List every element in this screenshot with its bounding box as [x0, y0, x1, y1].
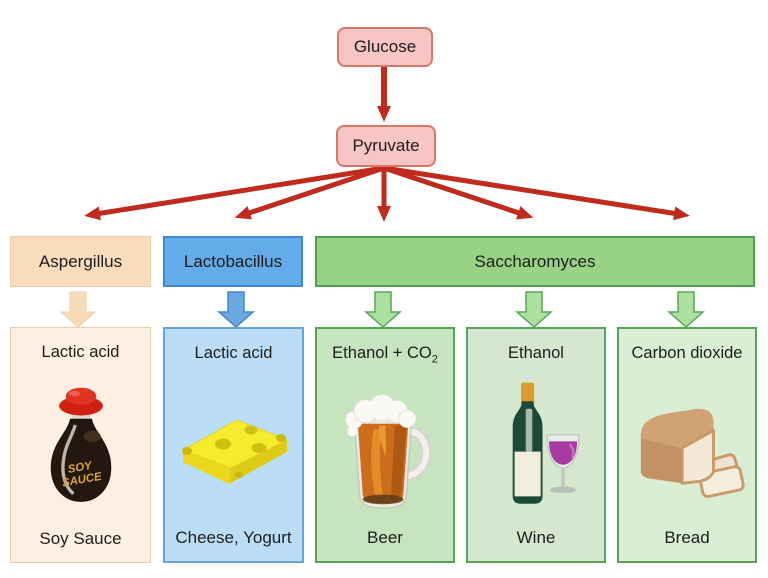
block-arrow-lactobacillus-icon	[217, 291, 255, 329]
organism-label: Aspergillus	[38, 251, 123, 271]
chemical-label: Ethanol + CO2	[332, 344, 438, 366]
glucose-node: Glucose	[337, 27, 433, 67]
pyruvate-label: Pyruvate	[352, 136, 420, 155]
organism-label: Saccharomyces	[474, 251, 596, 271]
product-card-bread: Carbon dioxide Bread	[617, 327, 757, 563]
soy-sauce-bottle-icon: SOY SAUCE	[50, 387, 111, 502]
chemical-label: Carbon dioxide	[631, 344, 743, 362]
food-label: Wine	[516, 528, 556, 547]
food-label: Beer	[367, 527, 403, 547]
block-arrow-saccharomyces-beer-icon	[364, 291, 402, 329]
glucose-label: Glucose	[353, 37, 417, 56]
food-label: Soy Sauce	[39, 529, 122, 548]
organism-label: Lactobacillus	[183, 251, 283, 271]
chemical-label: Lactic acid	[194, 344, 273, 362]
bread-loaf-icon	[640, 408, 745, 498]
cheese-wedge-icon	[181, 418, 288, 484]
product-card-wine: Ethanol Wine	[466, 327, 606, 563]
food-label: Cheese, Yogurt	[175, 528, 292, 547]
organism-box-saccharomyces: Saccharomyces	[315, 236, 755, 287]
chemical-label: Ethanol	[508, 344, 564, 362]
beer-mug-icon	[344, 394, 433, 509]
pyruvate-node: Pyruvate	[336, 125, 436, 167]
product-card-cheese-yogurt: Lactic acid Cheese, Yogurt	[163, 327, 304, 563]
wine-bottle-glass-icon	[512, 382, 580, 504]
block-arrow-aspergillus-icon	[59, 291, 97, 328]
product-card-beer: Ethanol + CO2 Beer	[315, 327, 455, 563]
arrow-pyruvate-to-lactobacillus	[234, 165, 385, 220]
block-arrow-saccharomyces-bread-icon	[667, 291, 705, 329]
arrow-pyruvate-to-aspergillus	[84, 165, 385, 221]
product-card-soy-sauce: Lactic acid SOY SAUCE Soy Sauce	[10, 327, 151, 563]
food-label: Bread	[664, 528, 710, 547]
organism-box-aspergillus: Aspergillus	[10, 236, 151, 287]
chemical-label: Lactic acid	[41, 343, 120, 361]
arrow-pyruvate-to-saccharomyces-right	[383, 165, 690, 221]
arrow-pyruvate-to-saccharomyces-mid	[383, 165, 534, 220]
block-arrow-saccharomyces-wine-icon	[515, 291, 553, 329]
co2-subscript: 2	[431, 353, 438, 366]
organism-box-lactobacillus: Lactobacillus	[163, 236, 303, 287]
soy-label-line1: SOY	[66, 459, 93, 475]
